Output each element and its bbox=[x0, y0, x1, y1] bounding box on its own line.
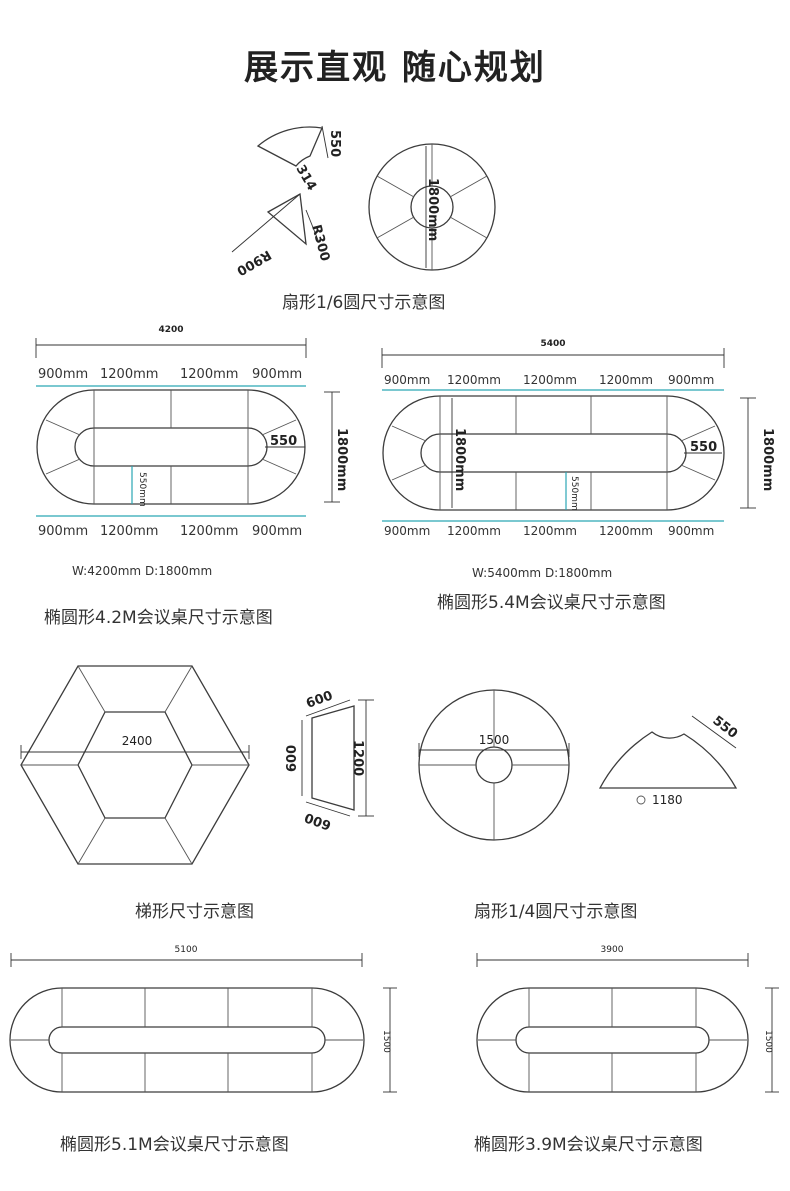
oval54-caption: 椭圆形5.4M会议桌尺寸示意图 bbox=[437, 593, 666, 613]
oval54-inner-gap-label: 550mm bbox=[569, 476, 579, 511]
oval42-gap-label: 550 bbox=[270, 434, 297, 449]
oval54-spec: W:5400mm D:1800mm bbox=[472, 566, 613, 580]
oval42-spec: W:4200mm D:1800mm bbox=[72, 564, 213, 578]
oval42-height-label: 1800mm bbox=[334, 428, 349, 491]
quarter-diameter-label: 1500 bbox=[479, 733, 510, 747]
oval54-top-seg-2: 1200mm bbox=[447, 373, 501, 387]
oval42-top-seg-2: 1200mm bbox=[100, 367, 159, 382]
oval42-top-seg-3: 1200mm bbox=[180, 367, 239, 382]
oval54-bottom-seg-3: 1200mm bbox=[523, 524, 577, 538]
oval54-bottom-seg-5: 900mm bbox=[668, 524, 715, 538]
oval54-gap-label: 550 bbox=[690, 440, 717, 455]
oval42-top-seg-1: 900mm bbox=[38, 367, 89, 382]
oval42-inner-gap-label: 550mm bbox=[137, 472, 147, 507]
oval42-width-label: 4200 bbox=[158, 325, 183, 335]
trap-bottom-label: 600 bbox=[303, 809, 334, 832]
oval54-bottom-seg-1: 900mm bbox=[384, 524, 431, 538]
oval42-top-seg-4: 900mm bbox=[252, 367, 303, 382]
hexagon-width-label: 2400 bbox=[122, 734, 153, 748]
oval54-width-label: 5400 bbox=[540, 339, 565, 349]
oval54-top-seg-1: 900mm bbox=[384, 373, 431, 387]
oval51-caption: 椭圆形5.1M会议桌尺寸示意图 bbox=[60, 1135, 289, 1155]
oval42-caption: 椭圆形4.2M会议桌尺寸示意图 bbox=[44, 608, 273, 628]
oval54-height-label: 1800mm bbox=[760, 428, 775, 491]
oval54-top-seg-5: 900mm bbox=[668, 373, 715, 387]
trap-height-label: 1200 bbox=[350, 740, 365, 776]
oval54-top-seg-4: 1200mm bbox=[599, 373, 653, 387]
oval42-bottom-seg-1: 900mm bbox=[38, 524, 89, 539]
sector-inner-radius-label: R300 bbox=[308, 223, 332, 263]
hexagon-caption: 梯形尺寸示意图 bbox=[135, 902, 254, 922]
oval51-width-label: 5100 bbox=[175, 945, 198, 955]
oval42-bottom-seg-4: 900mm bbox=[252, 524, 303, 539]
oval54-inner-height-label: 1800mm bbox=[452, 428, 467, 491]
oval54-bottom-seg-2: 1200mm bbox=[447, 524, 501, 538]
page-title: 展示直观 随心规划 bbox=[244, 48, 546, 88]
trap-top-label: 600 bbox=[304, 688, 335, 711]
sixth-sector-caption: 扇形1/6圆尺寸示意图 bbox=[282, 293, 446, 313]
sector-outer-radius-label: R900 bbox=[234, 247, 274, 279]
oval-42-drawing: 4200 550 550mm 1800mm bbox=[35, 325, 349, 517]
trap-side-label: 600 bbox=[285, 745, 300, 772]
oval-54-drawing: 5400 550 1800mm 550mm 1800mm bbox=[381, 339, 775, 522]
circle-diameter-label: 1800mm bbox=[425, 178, 440, 241]
hexagon-drawing: 2400 bbox=[20, 665, 250, 865]
quarter-depth-label: 550 bbox=[710, 713, 741, 742]
oval39-width-label: 3900 bbox=[601, 945, 624, 955]
oval-51-drawing: 5100 1500 bbox=[9, 945, 397, 1093]
quarter-arc-label: 1180 bbox=[652, 793, 683, 807]
oval42-bottom-seg-2: 1200mm bbox=[100, 524, 159, 539]
oval54-top-seg-3: 1200mm bbox=[523, 373, 577, 387]
sixth-sector-drawing: 550 314 R900 R300 1800mm bbox=[231, 125, 496, 279]
sector-depth-label: 550 bbox=[327, 130, 342, 157]
oval39-caption: 椭圆形3.9M会议桌尺寸示意图 bbox=[474, 1135, 703, 1155]
quarter-circle-caption: 扇形1/4圆尺寸示意图 bbox=[474, 902, 638, 922]
oval54-bottom-seg-4: 1200mm bbox=[599, 524, 653, 538]
oval-39-drawing: 3900 1500 bbox=[476, 945, 779, 1093]
oval42-bottom-seg-3: 1200mm bbox=[180, 524, 239, 539]
oval39-height-label: 1500 bbox=[763, 1030, 773, 1053]
sector-inner-label: 314 bbox=[293, 163, 320, 194]
oval51-height-label: 1500 bbox=[381, 1030, 391, 1053]
quarter-circle-drawing: 1500 550 1180 bbox=[418, 689, 741, 841]
trapezoid-drawing: 600 600 1200 600 bbox=[285, 688, 374, 832]
